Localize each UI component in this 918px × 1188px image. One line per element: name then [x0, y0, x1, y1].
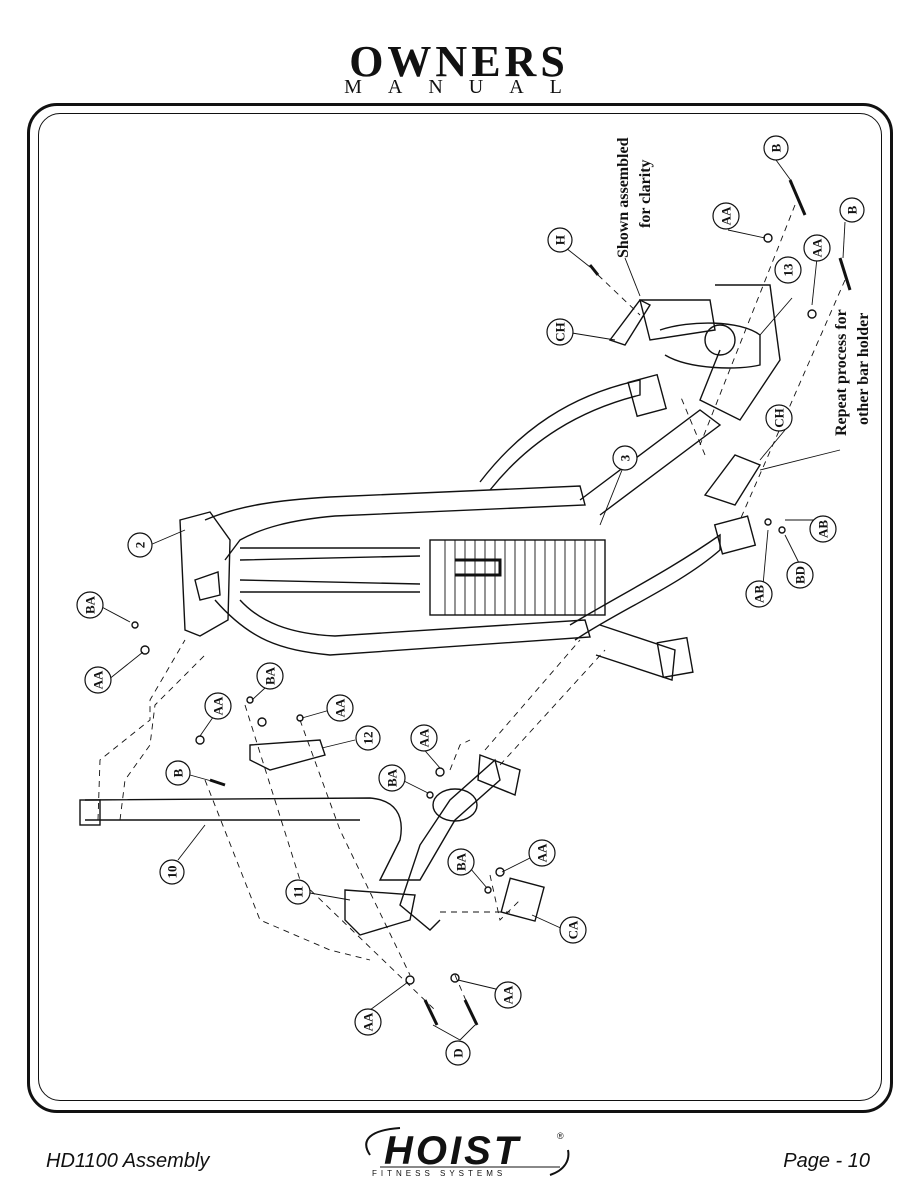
washer-AA-top	[763, 233, 773, 243]
callout-labels: B AA B AA H 13 CH CH 3 AB BD AB 2 BA AA …	[83, 143, 860, 1057]
washer-AA-bot2	[450, 973, 460, 983]
callout-AA-right: AA	[810, 238, 825, 257]
selector-pin	[455, 558, 502, 577]
manual-title: OWNERS	[349, 37, 569, 86]
lower-bar-10	[84, 758, 501, 931]
callout-13: 13	[781, 263, 796, 277]
bar-holder-plate	[639, 299, 716, 341]
callout-CH-top: CH	[553, 322, 568, 342]
assembly-guides	[97, 204, 846, 1011]
washer-AA-bot1	[405, 975, 415, 985]
weight-plates	[444, 540, 596, 615]
callout-AB-left: AB	[752, 585, 767, 603]
rotated-notes: Shown assembled for clarity Repeat proce…	[615, 137, 872, 436]
chain-holder-mid	[703, 454, 762, 506]
note-repeat-line2: other bar holder	[855, 313, 872, 425]
upright-bottom-rail	[214, 599, 591, 656]
callout-AA-mid2: AA	[333, 698, 348, 717]
cross-member	[579, 409, 722, 516]
top-bracket-slot	[194, 571, 221, 601]
nut-BA-left	[131, 621, 139, 629]
callout-B-top: B	[769, 143, 784, 152]
callout-BA-low: BA	[454, 852, 469, 871]
base-tube	[595, 624, 676, 681]
washer-AA-mid3	[435, 767, 445, 777]
pulley-wheel	[704, 324, 736, 356]
callout-B-right: B	[845, 205, 860, 214]
diagram-frame-outer	[27, 103, 893, 1113]
chain-holder-top	[608, 299, 652, 346]
base-foot	[656, 636, 694, 679]
washer-BD	[778, 526, 786, 534]
nut-BA-mid1	[246, 696, 254, 704]
foot-pad-CA	[500, 877, 545, 922]
manual-subtitle: MANUAL	[344, 76, 588, 98]
bolt-D1	[423, 999, 439, 1026]
callout-AA-mid3: AA	[417, 728, 432, 747]
footer-document-name: HD1100 Assembly	[46, 1150, 210, 1172]
washer-AA-low	[495, 867, 505, 877]
washer-AA-mid2	[257, 717, 267, 727]
diagram-frame-inner	[38, 113, 882, 1101]
callout-bubbles	[76, 135, 865, 1066]
callout-AA-bot2: AA	[501, 985, 516, 1004]
callout-BD: BD	[793, 566, 808, 584]
lower-pad	[432, 788, 478, 822]
lower-bar-end	[79, 799, 101, 826]
callout-10: 10	[165, 866, 180, 879]
upright-top-rail	[204, 485, 586, 561]
callout-AA-top: AA	[719, 206, 734, 225]
washer-AA-left	[140, 645, 150, 655]
logo-swoosh-icon	[365, 1127, 570, 1176]
note-shown-assembled-line1: Shown assembled	[615, 137, 632, 258]
part-13-frame	[699, 284, 781, 421]
part-11-bracket	[344, 889, 416, 936]
washer-AA-right	[807, 309, 817, 319]
logo-tagline: FITNESS SYSTEMS	[372, 1169, 507, 1178]
logo-registered-mark: ®	[557, 1131, 564, 1141]
callout-H: H	[553, 235, 568, 245]
callout-AA-mid1: AA	[211, 696, 226, 715]
bolt-B-right	[838, 257, 852, 291]
callout-B-mid: B	[171, 768, 186, 777]
lower-bracket-plate	[477, 754, 521, 796]
callout-AA-low: AA	[535, 843, 550, 862]
callout-AA-left: AA	[91, 670, 106, 689]
callout-BA-mid2: BA	[385, 768, 400, 787]
callout-12: 12	[361, 732, 376, 745]
rear-foot-pad	[627, 373, 668, 418]
bolt-H	[588, 264, 600, 276]
top-bracket	[179, 511, 231, 637]
hoist-logo: HOIST ® FITNESS SYSTEMS	[360, 1125, 590, 1185]
callout-AB-right: AB	[816, 520, 831, 538]
logo-word: HOIST	[384, 1129, 522, 1173]
bolt-D2	[463, 999, 479, 1026]
nut-BA-low	[484, 886, 492, 894]
callout-BA-mid: BA	[263, 666, 278, 685]
callout-D: D	[451, 1048, 466, 1057]
callout-CH-mid: CH	[772, 408, 787, 428]
bolt-B-top	[788, 179, 807, 216]
callout-2: 2	[133, 542, 148, 549]
nut-BA-mid3	[426, 791, 434, 799]
callout-3: 3	[618, 454, 633, 461]
bolt-B-mid	[209, 778, 226, 787]
rear-leg-lower	[569, 533, 721, 641]
part-12-bracket	[249, 739, 326, 771]
callout-BA-left: BA	[83, 595, 98, 614]
callout-11: 11	[291, 886, 306, 898]
leader-lines	[97, 159, 846, 1041]
washer-AB	[764, 518, 772, 526]
note-shown-assembled-line2: for clarity	[637, 159, 654, 228]
washer-AA-mid1	[195, 735, 205, 745]
callout-AA-bot1: AA	[361, 1012, 376, 1031]
footer-page-number: Page - 10	[783, 1150, 870, 1172]
callout-CA: CA	[566, 920, 581, 939]
lower-foot-pad	[713, 515, 757, 555]
note-repeat-line1: Repeat process for	[833, 309, 850, 436]
guide-rods	[239, 547, 421, 593]
weight-stack	[429, 539, 606, 616]
